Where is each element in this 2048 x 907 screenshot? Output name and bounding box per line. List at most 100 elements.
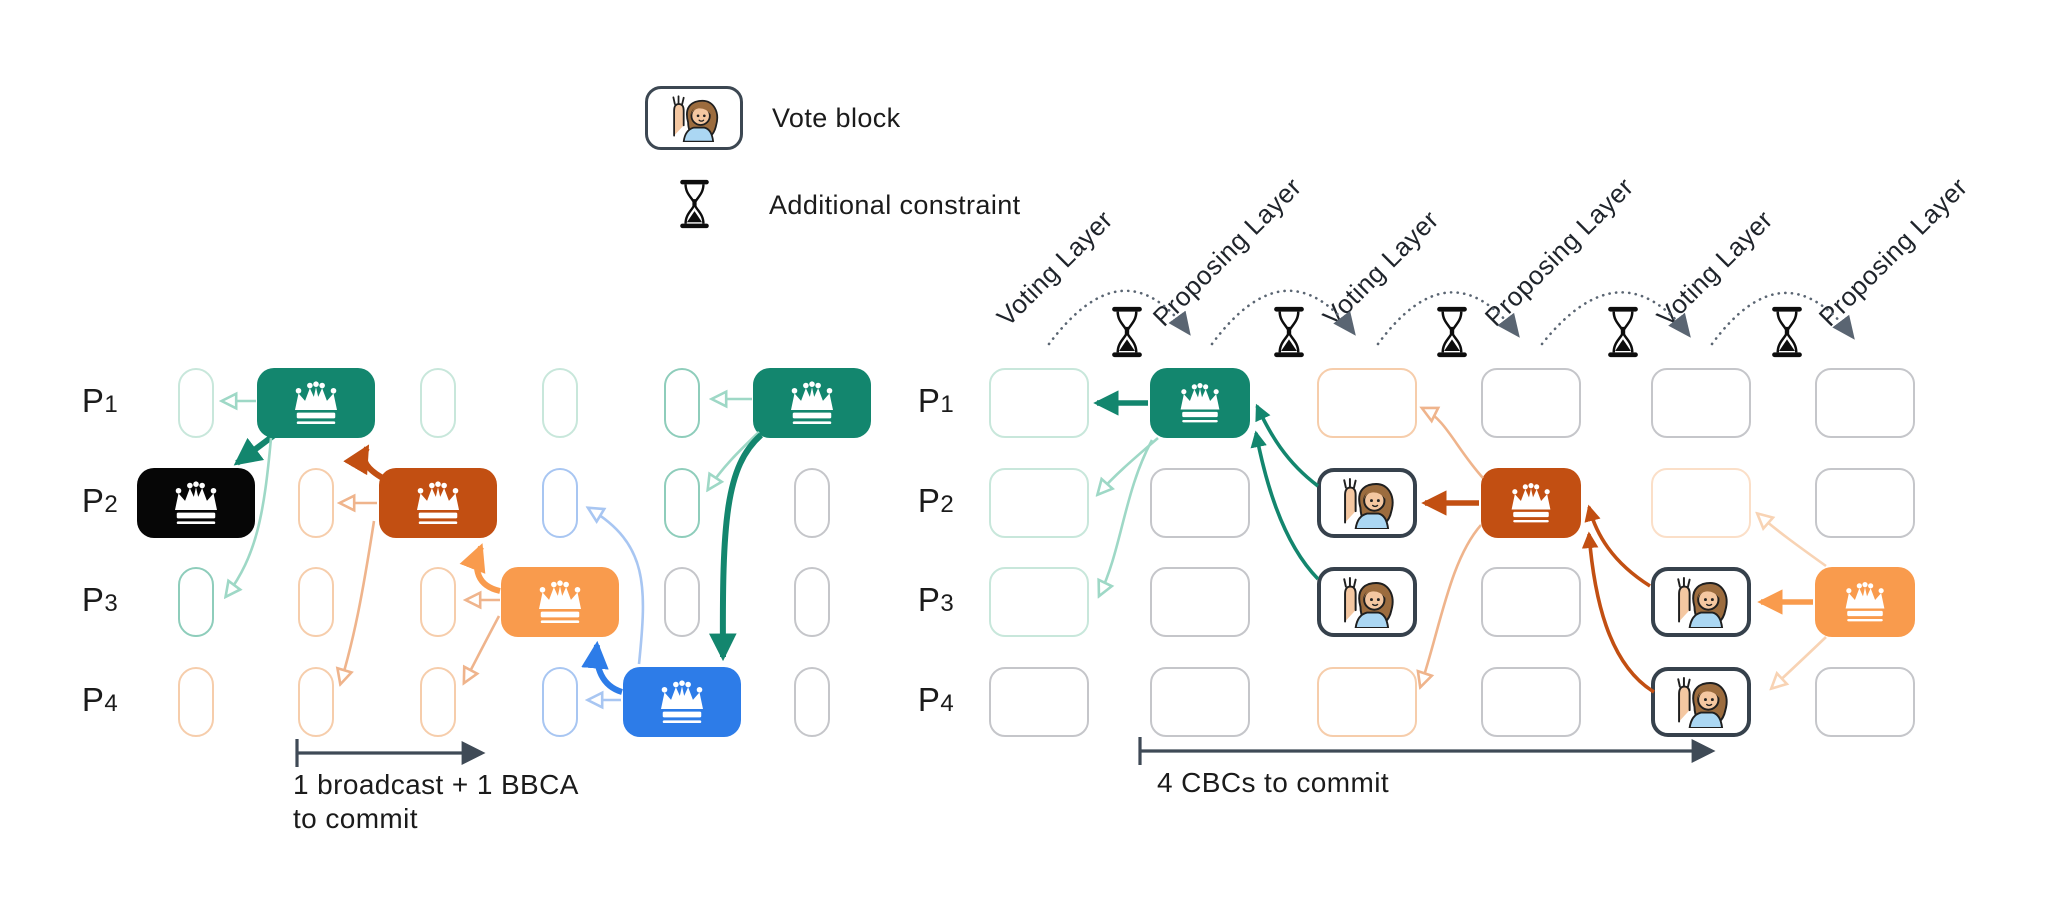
right-dag-block [1481, 567, 1581, 637]
right-time-axis [1138, 737, 1716, 765]
right-dag-block [1150, 667, 1250, 737]
right-dag-block [1481, 667, 1581, 737]
arrow [1581, 531, 1655, 694]
crown-icon [532, 579, 588, 625]
right-dag-block [1815, 667, 1915, 737]
right-dag-block [1651, 468, 1751, 538]
left-leader-block [257, 368, 375, 438]
left-process-label: P4 [81, 681, 119, 718]
arrow [341, 520, 376, 682]
arrow [581, 640, 624, 695]
layer-label: Proposing Layer [1812, 171, 1974, 332]
right-dag-block [989, 368, 1089, 438]
left-dag-block [664, 567, 700, 637]
arrow [465, 615, 501, 681]
hourglass-icon [678, 179, 711, 229]
left-leader-block [753, 368, 871, 438]
left-leader-block [623, 667, 741, 737]
crown-icon [288, 380, 344, 426]
left-leader-block [379, 468, 497, 538]
left-dag-block [298, 567, 334, 637]
left-dag-block [298, 667, 334, 737]
left-dag-block [542, 368, 578, 438]
hourglass-icon [1439, 309, 1464, 355]
layer-label: Proposing Layer [1478, 171, 1640, 332]
crown-icon [410, 480, 466, 526]
right-dag-block [1815, 468, 1915, 538]
right-dag-block [989, 667, 1089, 737]
raised-hand-person-icon [1336, 576, 1398, 628]
left-caption: 1 broadcast + 1 BBCA to commit [293, 768, 579, 836]
arrow [1584, 504, 1651, 588]
crown-icon [654, 679, 710, 725]
right-process-label: P2 [917, 482, 955, 519]
right-vote-block [1317, 468, 1417, 538]
raised-hand-person-icon [666, 94, 722, 142]
crown-icon [1174, 382, 1226, 424]
right-dag-block [989, 567, 1089, 637]
crown-icon [1839, 581, 1891, 623]
left-process-label: P1 [81, 382, 119, 419]
raised-hand-person-icon [1670, 676, 1732, 728]
right-dag-block [989, 468, 1089, 538]
left-dag-block [420, 667, 456, 737]
left-dag-block [178, 667, 214, 737]
right-dag-block [1317, 667, 1417, 737]
right-process-label: P4 [917, 681, 955, 718]
crown-icon [1505, 482, 1557, 524]
right-edges [1093, 390, 1827, 694]
hourglass-icon [1610, 309, 1635, 355]
left-process-label: P2 [81, 482, 119, 519]
layer-label: Voting Layer [1316, 204, 1445, 332]
right-dag-block [1815, 368, 1915, 438]
left-caption-line2: to commit [293, 803, 418, 834]
layer-label: Voting Layer [1650, 204, 1779, 332]
raised-hand-person-icon [1670, 576, 1732, 628]
arrow [1100, 439, 1154, 594]
layer-label: Proposing Layer [1146, 171, 1308, 332]
arrow [709, 431, 760, 488]
right-dag-block [1317, 368, 1417, 438]
right-leader-block [1481, 468, 1581, 538]
right-process-label: P1 [917, 382, 955, 419]
arrow [1255, 403, 1320, 488]
right-dag-block [1150, 468, 1250, 538]
left-dag-block [794, 468, 830, 538]
arrow [459, 543, 501, 594]
left-dag-block [664, 468, 700, 538]
arrow [709, 432, 763, 662]
left-leader-block [137, 468, 255, 538]
left-edges [224, 399, 763, 700]
left-dag-block [178, 368, 214, 438]
layer-label: Voting Layer [990, 204, 1119, 332]
right-dag-block [1651, 368, 1751, 438]
hourglass-icon [1114, 309, 1139, 355]
right-caption: 4 CBCs to commit [1157, 767, 1389, 798]
crown-icon [784, 380, 840, 426]
right-vote-block [1651, 567, 1751, 637]
raised-hand-person-icon [1336, 477, 1398, 529]
hourglass-icon [1774, 309, 1799, 355]
right-dag-block [1481, 368, 1581, 438]
legend-vote-block-label: Vote block [772, 103, 901, 133]
arrow [1424, 409, 1484, 479]
left-dag-block [298, 468, 334, 538]
left-dag-block [542, 667, 578, 737]
left-caption-line1: 1 broadcast + 1 BBCA [293, 769, 579, 800]
right-dag-block [1150, 567, 1250, 637]
left-dag-block [178, 567, 214, 637]
left-process-label: P3 [81, 581, 119, 618]
crown-icon [168, 480, 224, 526]
right-leader-block [1150, 368, 1250, 438]
arrow [1421, 524, 1482, 685]
right-vote-block [1317, 567, 1417, 637]
left-dag-block [420, 567, 456, 637]
right-process-label: P3 [917, 581, 955, 618]
left-dag-block [420, 368, 456, 438]
left-dag-block [794, 667, 830, 737]
right-vote-block [1651, 667, 1751, 737]
hourglass-icon [1276, 309, 1301, 355]
vote-block-legend-icon [645, 86, 743, 150]
right-leader-block [1815, 567, 1915, 637]
